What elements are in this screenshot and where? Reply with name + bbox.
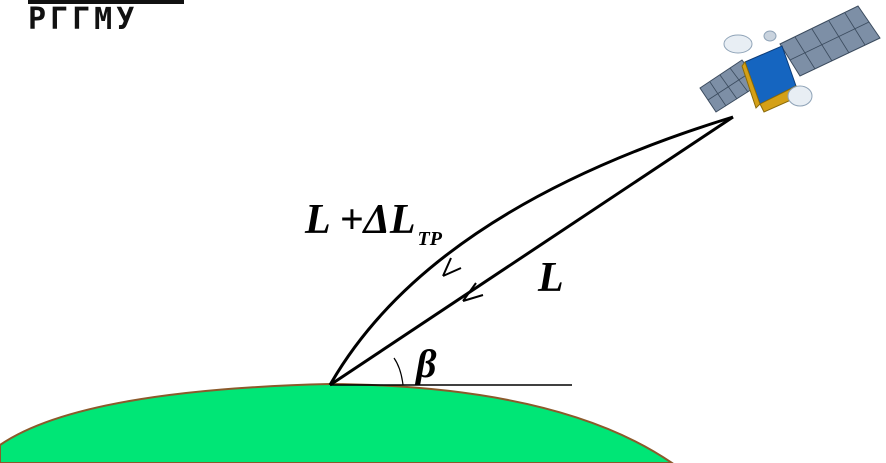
direct-path-arrow [462, 282, 484, 302]
logo-bar [28, 0, 184, 4]
direct-path [329, 115, 734, 387]
refracted-path [328, 115, 734, 386]
elevation-angle-label: β [416, 341, 437, 386]
logo: РГГМУ [28, 0, 188, 40]
refracted-path-subscript: ТР [417, 228, 442, 250]
refracted-path-arrow [442, 257, 462, 277]
elevation-angle-arc [393, 357, 404, 386]
logo-text: РГГМУ [28, 2, 139, 37]
direct-path-label: L [538, 255, 564, 301]
earth [0, 382, 674, 463]
refracted-path-label-text: L +ΔL [305, 197, 416, 243]
satellite-icon [699, 5, 881, 113]
